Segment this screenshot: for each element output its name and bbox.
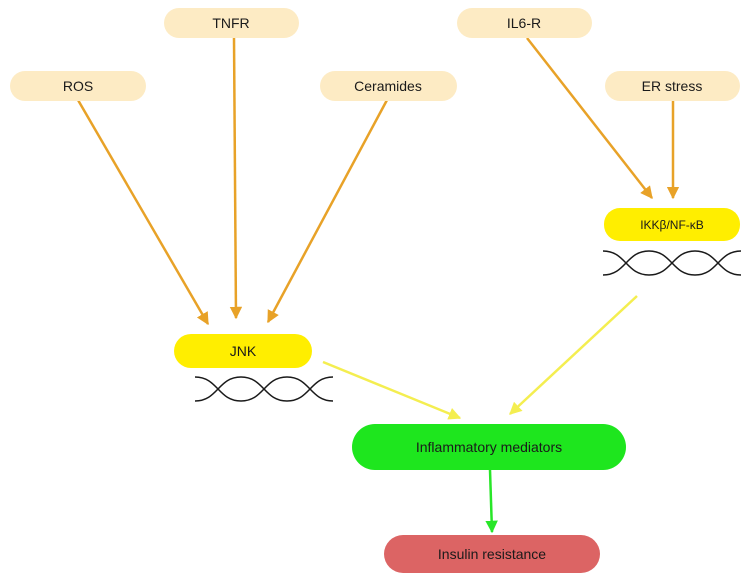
- node-insulin: Insulin resistance: [384, 535, 600, 573]
- node-ikk: IKKβ/NF-κB: [604, 208, 740, 241]
- node-ceramides: Ceramides: [320, 71, 457, 101]
- arrow-il6r-to-ikk: [526, 37, 653, 199]
- node-inflammatory: Inflammatory mediators: [352, 424, 626, 470]
- node-ros: ROS: [10, 71, 146, 101]
- dna-strand-ikk-b: [602, 250, 742, 276]
- node-inflammatory-label: Inflammatory mediators: [416, 439, 562, 455]
- dna-strand-jnk-b: [194, 376, 334, 402]
- arrow-tnfr-to-jnk: [229, 37, 243, 320]
- node-er-stress-label: ER stress: [642, 78, 703, 94]
- arrow-ceramides-to-jnk: [266, 99, 389, 324]
- node-jnk: JNK: [174, 334, 312, 368]
- arrow-ikk-to-inflammatory: [509, 295, 638, 415]
- node-tnfr: TNFR: [164, 8, 299, 38]
- node-jnk-label: JNK: [230, 343, 257, 359]
- edges: [76, 37, 680, 534]
- node-il6r-label: IL6-R: [507, 15, 541, 31]
- arrow-inflammatory-to-insulin: [485, 469, 498, 534]
- arrow-jnk-to-inflammatory: [322, 360, 462, 420]
- node-tnfr-label: TNFR: [212, 15, 249, 31]
- dna-helix-ikk: [602, 250, 742, 276]
- dna-helix-jnk: [194, 376, 334, 402]
- node-er-stress: ER stress: [605, 71, 740, 101]
- node-ceramides-label: Ceramides: [354, 78, 422, 94]
- arrow-ros-to-jnk: [76, 99, 210, 326]
- node-ros-label: ROS: [63, 78, 93, 94]
- node-il6r: IL6-R: [457, 8, 592, 38]
- node-ikk-label: IKKβ/NF-κB: [640, 218, 704, 232]
- node-insulin-label: Insulin resistance: [438, 546, 546, 562]
